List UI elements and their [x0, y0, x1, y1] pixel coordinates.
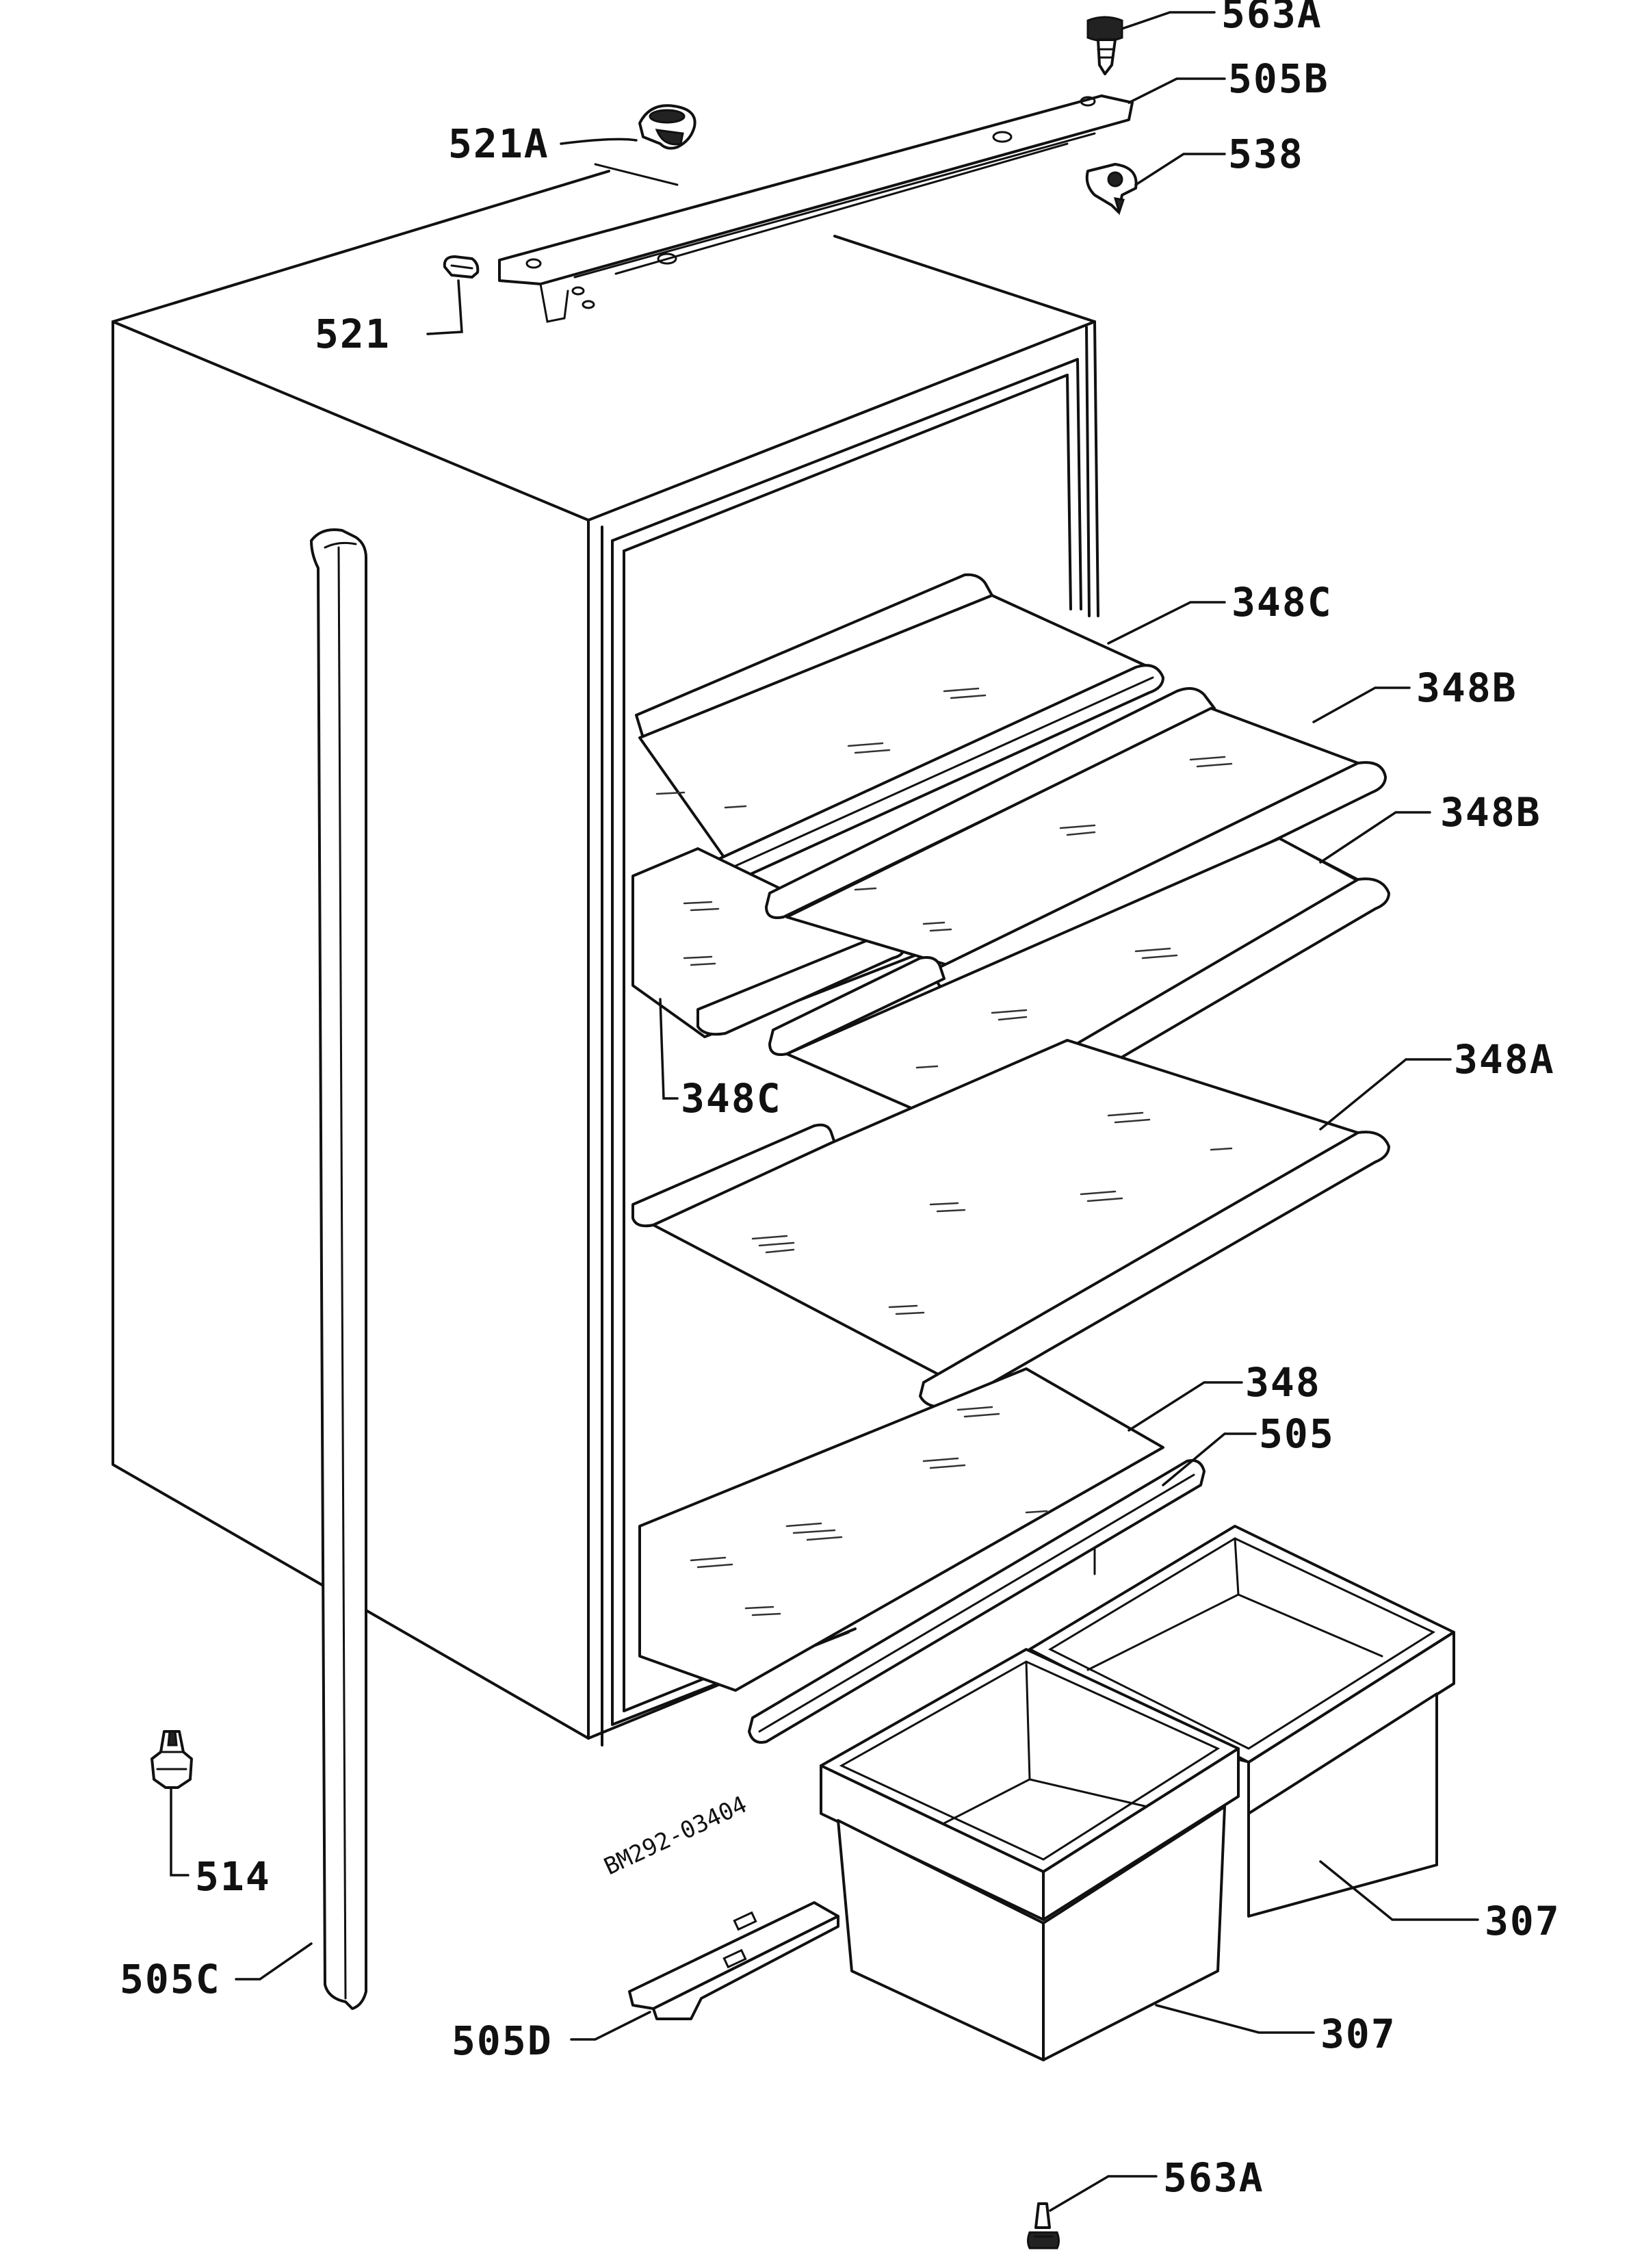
label-563a-top: 563A [1221, 0, 1322, 37]
label-307-right: 307 [1485, 1898, 1561, 1944]
label-348a: 348A [1454, 1036, 1555, 1083]
shelf-348c-upper [635, 573, 1164, 882]
crisper-307-front [820, 1648, 1240, 2061]
label-307-front: 307 [1320, 2011, 1396, 2057]
door-strip-505c [310, 528, 367, 2010]
label-348c-top: 348C [1232, 579, 1333, 626]
label-505b: 505B [1228, 55, 1329, 102]
cover-505d [628, 1901, 839, 2020]
screw-563a-top [1086, 16, 1123, 75]
label-348b-1: 348B [1416, 665, 1517, 711]
shelf-348 [638, 1367, 1164, 1692]
clip-521 [443, 255, 480, 279]
label-348c-mid: 348C [681, 1075, 782, 1122]
drawing-code: BM292-03404 [600, 1791, 751, 1881]
hinge-pin-538 [1085, 163, 1138, 216]
label-538: 538 [1228, 131, 1304, 177]
foot-514 [151, 1730, 193, 1789]
label-348: 348 [1245, 1359, 1321, 1406]
label-563a-bottom: 563A [1163, 2154, 1264, 2201]
shelf-348b-upper [765, 687, 1387, 994]
label-348b-2: 348B [1440, 789, 1541, 836]
callout-labels: 563A 505B 521A 538 521 348C 348B 348B 34… [120, 0, 1561, 2201]
screw-563a-bottom [1027, 2202, 1060, 2250]
label-521: 521 [315, 311, 391, 357]
label-521a: 521A [448, 120, 549, 167]
label-505c: 505C [120, 1956, 221, 2002]
label-505: 505 [1259, 1410, 1335, 1457]
label-505d: 505D [452, 2018, 553, 2064]
shelf-348a [631, 1039, 1390, 1408]
top-hinge-rail-505b [498, 94, 1134, 323]
leader-lines [170, 11, 1479, 2212]
cap-521a [638, 104, 696, 150]
label-514: 514 [195, 1853, 271, 1900]
